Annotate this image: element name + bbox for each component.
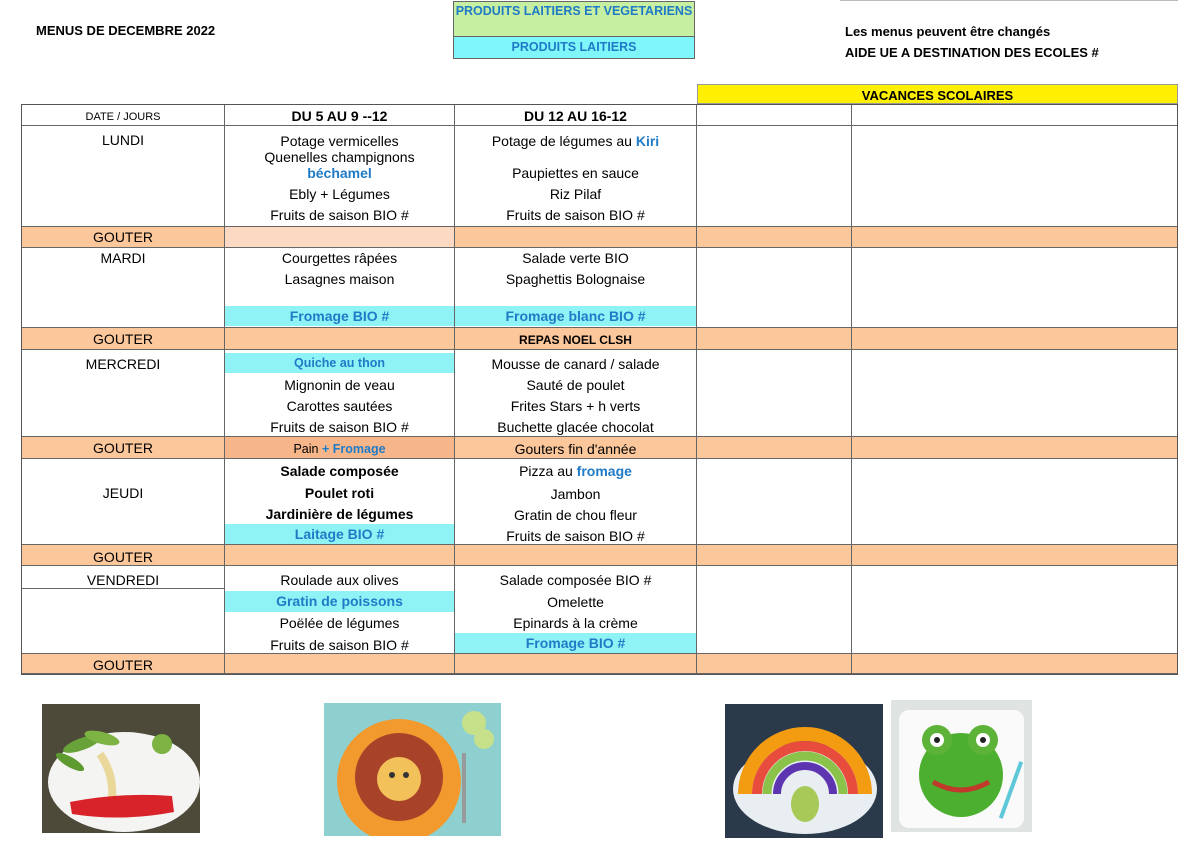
day-jeudi: JEUDI <box>102 485 144 501</box>
vendredi-w1-item: Gratin de poissons <box>225 591 454 612</box>
gouter-mercredi: GOUTER <box>93 440 153 456</box>
jeudi-w2-item: Jambon <box>550 486 601 502</box>
menu-table: DATE / JOURS DU 5 AU 9 --12 DU 12 AU 16-… <box>21 104 1178 675</box>
photo-pea-frog <box>891 700 1032 832</box>
gouter-mercredi-w1-dairy: + Fromage <box>321 442 386 456</box>
pea-frog-illustration <box>891 700 1032 832</box>
gouter-mardi-w2: REPAS NOEL CLSH <box>519 333 632 347</box>
lundi-w1-item: Ebly + Légumes <box>289 186 390 202</box>
lundi-w2-item: Potage de légumes au Kiri <box>455 133 696 149</box>
gouter-lundi: GOUTER <box>93 229 153 245</box>
vendredi-w1-item: Roulade aux olives <box>280 572 399 588</box>
vendredi-w2-item: Fromage BIO # <box>455 633 696 653</box>
jeudi-w2-item: Gratin de chou fleur <box>514 507 637 523</box>
pasta-lion-illustration <box>324 703 501 836</box>
gouter-vendredi: GOUTER <box>93 657 153 673</box>
jeudi-w1-item: Jardinière de légumes <box>265 506 414 522</box>
mardi-w1-item: Lasagnes maison <box>284 271 395 287</box>
col-line-1 <box>224 105 225 674</box>
lundi-w1-item: béchamel <box>307 165 372 181</box>
jeudi-w2-dairy: fromage <box>576 463 632 479</box>
lundi-w2-item: Paupiettes en sauce <box>512 165 639 181</box>
col-header-dates: DATE / JOURS <box>85 111 161 123</box>
header-row-line <box>22 125 1177 126</box>
gouter-mercredi-w1: Pain + Fromage <box>225 442 454 456</box>
jeudi-w2-item: Fruits de saison BIO # <box>506 528 645 544</box>
day-lundi: LUNDI <box>101 132 144 148</box>
lundi-w2-text: Potage de légumes au <box>491 133 636 149</box>
mardi-w2-item: Fromage blanc BIO # <box>455 306 696 326</box>
gouter-mercredi-w1-shade <box>225 437 454 458</box>
vendredi-w1-item: Fruits de saison BIO # <box>270 637 409 653</box>
col-line-4 <box>851 105 852 674</box>
gouter-band-jeudi <box>22 544 1177 566</box>
vendredi-w2-item: Salade composée BIO # <box>499 572 652 588</box>
lundi-w2-item: Riz Pilaf <box>549 186 602 202</box>
mercredi-w1-item: Quiche au thon <box>225 353 454 373</box>
day-mardi: MARDI <box>100 250 146 266</box>
col-line-3 <box>696 105 697 674</box>
lundi-w2-dairy: Kiri <box>635 133 660 149</box>
photo-fruit-turkey <box>725 704 883 838</box>
lundi-w1-item: Fruits de saison BIO # <box>270 207 409 223</box>
jeudi-w2-text: Pizza au <box>519 463 577 479</box>
legend-dairy: PRODUITS LAITIERS <box>453 37 695 59</box>
day-mercredi: MERCREDI <box>85 356 161 372</box>
mercredi-w1-item: Fruits de saison BIO # <box>270 419 409 435</box>
mardi-w1-item: Fromage BIO # <box>225 306 454 326</box>
mercredi-w2-item: Buchette glacée chocolat <box>497 419 654 435</box>
lundi-w1-item: Quenelles champignons <box>264 149 415 165</box>
lundi-w1-item: Potage vermicelles <box>280 133 399 149</box>
mardi-w1-item: Courgettes râpées <box>281 250 398 266</box>
note-menus-changed: Les menus peuvent être changés <box>845 24 1051 39</box>
col-header-week1: DU 5 AU 9 --12 <box>291 108 388 124</box>
note-eu-aid: AIDE UE A DESTINATION DES ECOLES # <box>845 45 1099 60</box>
day-vendredi: VENDREDI <box>86 572 160 588</box>
lundi-w2-item: Fruits de saison BIO # <box>506 207 645 223</box>
gouter-band-mardi <box>22 327 1177 350</box>
fruit-palm-tree-illustration <box>42 704 200 833</box>
mercredi-w2-item: Sauté de poulet <box>526 377 625 393</box>
mardi-w2-item: Spaghettis Bolognaise <box>505 271 646 287</box>
jeudi-w2-item: Pizza au fromage <box>455 463 696 479</box>
jeudi-w1-item: Salade composée <box>280 463 399 479</box>
jeudi-w1-item: Poulet roti <box>304 485 375 501</box>
gouter-mardi: GOUTER <box>93 331 153 347</box>
photo-pasta-lion <box>324 703 501 836</box>
photo-fruit-palm-tree <box>42 704 200 833</box>
legend-vegetarian: PRODUITS LAITIERS ET VEGETARIENS <box>453 1 695 37</box>
vendredi-day-line <box>22 588 224 589</box>
fruit-turkey-illustration <box>725 704 883 838</box>
gouter-mercredi-w2: Gouters fin d'année <box>514 441 637 457</box>
vacances-banner: VACANCES SCOLAIRES <box>697 84 1178 104</box>
col-line-2 <box>454 105 455 674</box>
mardi-w2-item: Salade verte BIO <box>522 250 629 266</box>
legend: PRODUITS LAITIERS ET VEGETARIENS PRODUIT… <box>453 1 695 59</box>
vendredi-w2-item: Omelette <box>547 594 604 610</box>
gouter-jeudi: GOUTER <box>93 549 153 565</box>
mercredi-w2-item: Mousse de canard / salade <box>491 356 660 372</box>
mercredi-w1-item: Mignonin de veau <box>284 377 395 393</box>
top-divider <box>840 0 1178 1</box>
gouter-band-vendredi <box>22 653 1177 674</box>
page-title: MENUS DE DECEMBRE 2022 <box>36 23 216 38</box>
vendredi-w2-item: Epinards à la crème <box>513 615 638 631</box>
mercredi-w2-item: Frites Stars + h verts <box>510 398 641 414</box>
mercredi-w1-item: Carottes sautées <box>286 398 393 414</box>
gouter-mercredi-w1-text: Pain <box>293 442 322 456</box>
vendredi-w1-item: Poëlée de légumes <box>279 615 400 631</box>
gouter-lundi-w1-shade <box>225 227 454 247</box>
col-header-week2: DU 12 AU 16-12 <box>524 108 627 124</box>
jeudi-w1-item: Laitage BIO # <box>225 524 454 544</box>
